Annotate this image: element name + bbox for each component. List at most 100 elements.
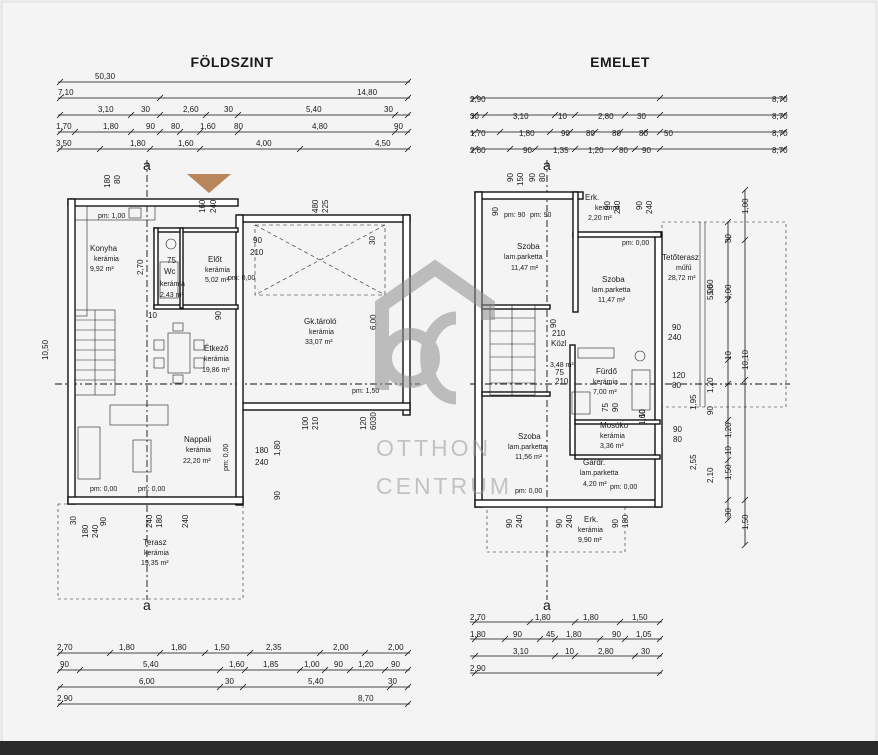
- room-material: kerámia: [309, 329, 334, 336]
- dimension-tick: [56, 700, 64, 708]
- svg-text:Fürdő: Fürdő: [596, 367, 617, 376]
- room-material: kerámia: [204, 356, 229, 363]
- dimension-tick: [234, 128, 242, 136]
- dimension-tick: [656, 128, 664, 136]
- svg-text:90: 90: [611, 519, 620, 528]
- room-material: kerámia: [94, 256, 119, 263]
- svg-text:5,40: 5,40: [143, 660, 159, 669]
- svg-text:Közl: Közl: [551, 339, 567, 348]
- sofa: [77, 426, 101, 480]
- svg-text:150: 150: [516, 172, 525, 186]
- svg-text:Tetőterasz: Tetőterasz: [662, 253, 699, 262]
- dining-table: [153, 322, 205, 384]
- dimension-tick: [239, 683, 247, 691]
- dimension-tick: [536, 635, 544, 643]
- svg-text:2,60: 2,60: [470, 146, 486, 155]
- dimension-tick: [56, 94, 64, 102]
- svg-text:Gardr.: Gardr.: [583, 458, 605, 467]
- coffee-table: [132, 439, 152, 473]
- shower-icon: [159, 261, 179, 299]
- dimension-tick: [471, 669, 479, 677]
- upper-floor-title: EMELET: [590, 54, 650, 70]
- dimension-tick: [471, 652, 479, 660]
- ground-misc-dimensions: 180 80 160 240 480 225 2,70 75 210 30 90…: [41, 174, 378, 538]
- dimension-tick: [56, 111, 64, 119]
- svg-text:5,60: 5,60: [706, 279, 715, 295]
- room-name: Wc: [164, 267, 176, 276]
- dimension-tick: [724, 456, 732, 464]
- dimension-tick: [611, 145, 619, 153]
- dimension-tick: [724, 380, 732, 388]
- svg-text:90: 90: [391, 660, 400, 669]
- dimension-tick: [546, 128, 554, 136]
- dimension-tick: [246, 649, 254, 657]
- svg-text:90: 90: [555, 519, 564, 528]
- ground-stairs: [74, 309, 116, 396]
- svg-text:90: 90: [528, 173, 537, 182]
- svg-text:8,70: 8,70: [772, 95, 788, 104]
- bathtub-icon: [631, 369, 651, 411]
- svg-text:90: 90: [506, 173, 515, 182]
- svg-text:kerámia: kerámia: [595, 205, 620, 212]
- svg-text:2,70: 2,70: [470, 613, 486, 622]
- svg-text:90: 90: [706, 406, 715, 415]
- dimension-tick: [404, 700, 412, 708]
- svg-text:45: 45: [546, 630, 555, 639]
- svg-text:480: 480: [311, 199, 320, 213]
- dimension-tick: [216, 666, 224, 674]
- svg-text:8,70: 8,70: [358, 694, 374, 703]
- dimension-tick: [127, 111, 135, 119]
- upper-floor-plan: 2,90 8,70 30 3,10 10 2,80 30 8,70 1,70 1…: [470, 94, 790, 677]
- dimension-tick: [404, 666, 412, 674]
- svg-text:1,35: 1,35: [553, 146, 569, 155]
- dimension-label: 90: [146, 122, 155, 131]
- dimension-tick: [780, 128, 788, 136]
- svg-text:225: 225: [321, 199, 330, 213]
- svg-text:80: 80: [538, 173, 547, 182]
- svg-text:210: 210: [250, 248, 264, 257]
- dimension-label: 4,00: [256, 139, 272, 148]
- dimension-tick: [656, 111, 664, 119]
- level-annotation: pm: 90: [504, 212, 526, 219]
- svg-text:lam.parketta: lam.parketta: [580, 470, 619, 477]
- dimension-tick: [146, 145, 154, 153]
- dimension-tick: [296, 145, 304, 153]
- dimension-tick: [591, 128, 599, 136]
- room-name: Konyha: [90, 244, 118, 253]
- dimension-tick: [631, 652, 639, 660]
- bottom-bar: [0, 741, 878, 755]
- svg-text:2,00: 2,00: [333, 643, 349, 652]
- dimension-tick: [571, 145, 579, 153]
- house-logo-icon: [375, 259, 495, 390]
- dimension-tick: [496, 128, 504, 136]
- svg-text:240: 240: [613, 200, 622, 214]
- svg-text:90: 90: [214, 311, 223, 320]
- svg-text:90: 90: [99, 517, 108, 526]
- svg-text:1,80: 1,80: [566, 630, 582, 639]
- svg-text:5,00: 5,00: [706, 284, 715, 300]
- dimension-tick: [201, 649, 209, 657]
- dimension-tick: [471, 128, 479, 136]
- svg-text:lam.parketta: lam.parketta: [504, 254, 543, 261]
- svg-text:Szoba: Szoba: [517, 242, 540, 251]
- svg-text:240: 240: [645, 200, 654, 214]
- svg-text:90: 90: [505, 519, 514, 528]
- dimension-tick: [656, 618, 664, 626]
- svg-text:240: 240: [91, 524, 100, 538]
- svg-text:2,80: 2,80: [598, 112, 614, 121]
- kitchen-counter-side: [74, 205, 88, 317]
- svg-text:7,00 m²: 7,00 m²: [593, 389, 617, 396]
- svg-text:240: 240: [181, 514, 190, 528]
- svg-text:kerámia: kerámia: [593, 379, 618, 386]
- room-name: Terasz: [143, 538, 167, 547]
- svg-text:4,00: 4,00: [724, 284, 733, 300]
- dimension-label: 30: [384, 105, 393, 114]
- dimension-tick: [724, 356, 732, 364]
- dimension-tick: [724, 218, 732, 226]
- dimension-tick: [404, 683, 412, 691]
- dimension-tick: [471, 111, 479, 119]
- svg-text:90: 90: [60, 660, 69, 669]
- dimension-tick: [404, 78, 412, 86]
- section-marker: a: [543, 597, 551, 613]
- svg-text:90: 90: [523, 146, 532, 155]
